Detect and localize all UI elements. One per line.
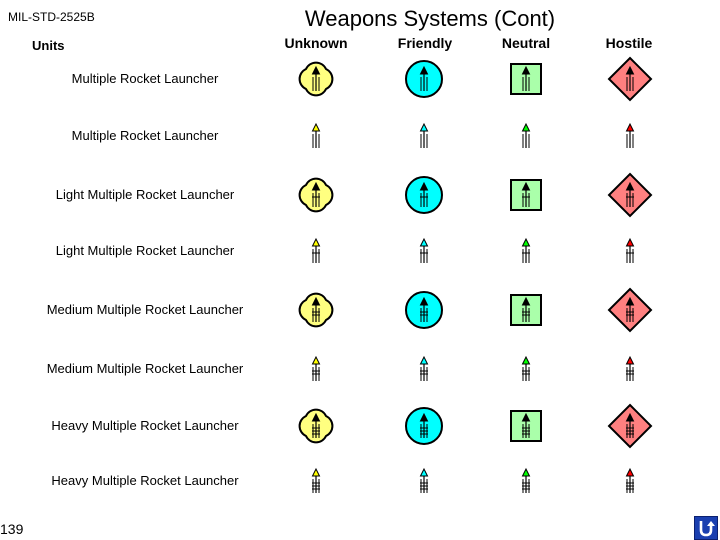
symbol-hostile — [625, 122, 635, 148]
symbol-neutral — [510, 179, 542, 211]
symbol-friendly — [419, 237, 429, 263]
symbol-hostile — [607, 287, 653, 333]
symbol-friendly — [405, 176, 443, 214]
column-header-neutral: Neutral — [501, 35, 551, 51]
rocket-launcher-icon — [521, 355, 531, 381]
rocket-launcher-icon — [311, 467, 321, 493]
rocket-launcher-icon — [625, 296, 635, 322]
symbol-hostile — [625, 355, 635, 381]
symbol-neutral — [521, 122, 531, 148]
rocket-launcher-icon — [311, 412, 321, 438]
rocket-launcher-icon — [419, 355, 429, 381]
symbol-neutral — [521, 467, 531, 493]
column-header-friendly: Friendly — [397, 35, 453, 51]
rocket-launcher-icon — [625, 65, 635, 91]
row-label: Heavy Multiple Rocket Launcher — [51, 418, 239, 433]
page-title: Weapons Systems (Cont) — [304, 6, 556, 31]
symbol-unknown — [311, 467, 321, 493]
column-header-unknown: Unknown — [284, 35, 348, 51]
rocket-launcher-icon — [419, 65, 429, 91]
symbol-unknown — [298, 61, 334, 97]
symbol-neutral — [521, 237, 531, 263]
column-header-hostile: Hostile — [605, 35, 653, 51]
return-arrow-icon — [699, 521, 715, 537]
rocket-launcher-icon — [625, 412, 635, 438]
rocket-launcher-icon — [311, 296, 321, 322]
rocket-launcher-icon — [419, 181, 429, 207]
rocket-launcher-icon — [521, 65, 531, 91]
symbol-neutral — [510, 294, 542, 326]
symbol-hostile — [607, 403, 653, 449]
symbol-friendly — [419, 122, 429, 148]
rocket-launcher-icon — [521, 181, 531, 207]
rocket-launcher-icon — [521, 122, 531, 148]
row-label: Light Multiple Rocket Launcher — [55, 243, 235, 258]
symbol-unknown — [311, 237, 321, 263]
rocket-launcher-icon — [625, 237, 635, 263]
symbol-neutral — [521, 355, 531, 381]
row-label: Multiple Rocket Launcher — [71, 128, 219, 143]
rocket-launcher-icon — [419, 412, 429, 438]
symbol-hostile — [625, 467, 635, 493]
page-number: 139 — [0, 521, 24, 537]
symbol-friendly — [405, 60, 443, 98]
rocket-launcher-icon — [521, 412, 531, 438]
symbol-unknown — [298, 292, 334, 328]
symbol-unknown — [298, 177, 334, 213]
rocket-launcher-icon — [521, 237, 531, 263]
symbol-friendly — [419, 355, 429, 381]
row-label: Medium Multiple Rocket Launcher — [46, 361, 244, 376]
rocket-launcher-icon — [419, 296, 429, 322]
rocket-launcher-icon — [311, 237, 321, 263]
rocket-launcher-icon — [311, 122, 321, 148]
rocket-launcher-icon — [419, 122, 429, 148]
return-button[interactable] — [694, 516, 718, 540]
standard-label: MIL-STD-2525B — [8, 10, 95, 24]
symbol-friendly — [419, 467, 429, 493]
rocket-launcher-icon — [419, 467, 429, 493]
symbol-unknown — [311, 122, 321, 148]
rocket-launcher-icon — [625, 355, 635, 381]
symbol-friendly — [405, 407, 443, 445]
symbol-neutral — [510, 410, 542, 442]
symbol-unknown — [298, 408, 334, 444]
row-label: Light Multiple Rocket Launcher — [55, 187, 235, 202]
rocket-launcher-icon — [625, 467, 635, 493]
rocket-launcher-icon — [311, 181, 321, 207]
symbol-neutral — [510, 63, 542, 95]
symbol-hostile — [625, 237, 635, 263]
rocket-launcher-icon — [521, 296, 531, 322]
row-label: Multiple Rocket Launcher — [71, 71, 219, 86]
rocket-launcher-icon — [625, 122, 635, 148]
rocket-launcher-icon — [419, 237, 429, 263]
symbol-friendly — [405, 291, 443, 329]
rocket-launcher-icon — [625, 181, 635, 207]
rocket-launcher-icon — [521, 467, 531, 493]
rocket-launcher-icon — [311, 65, 321, 91]
symbol-unknown — [311, 355, 321, 381]
symbol-hostile — [607, 56, 653, 102]
rocket-launcher-icon — [311, 355, 321, 381]
row-label: Medium Multiple Rocket Launcher — [46, 302, 244, 317]
symbol-hostile — [607, 172, 653, 218]
row-label: Heavy Multiple Rocket Launcher — [51, 473, 239, 488]
units-heading: Units — [32, 38, 65, 53]
